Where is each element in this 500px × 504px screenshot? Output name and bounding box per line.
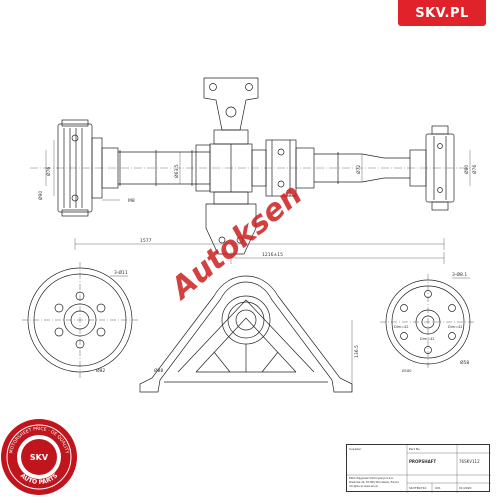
left-tube xyxy=(118,144,211,192)
center-bearing-view xyxy=(139,275,353,393)
dim-left-bolt: M8 xyxy=(128,198,135,204)
tb-company-line2: Piaskowa 44, 87-800 Włocławek, Poland xyxy=(349,481,399,484)
watermark: Autoksen xyxy=(163,177,309,307)
tb-company-line1: ESKA Węglowski Motoryzacja S.K.A. xyxy=(349,477,394,480)
dim-right-pitch: Ø58 xyxy=(460,359,469,366)
title-block-grid xyxy=(347,445,491,493)
pcd-label-2: Dim=42 xyxy=(448,325,462,329)
dim-overall-length: 1577 xyxy=(140,238,152,244)
tb-date: 01/2020 xyxy=(459,486,472,490)
dim-right-flange-dia: Ø80 xyxy=(463,165,470,174)
quality-seal: SKV MOTORSHEET PRICE · OE QUALITY AUTO P… xyxy=(1,419,77,495)
dimension-lines xyxy=(45,140,471,264)
middle-joint xyxy=(251,139,315,197)
tb-header-left: Supplier xyxy=(349,447,362,451)
dim-tube-dia-left: Ø63.5 xyxy=(173,164,180,178)
tb-code: SKVTB0710 xyxy=(409,486,427,490)
pcd-label-3: Dim=42 xyxy=(420,337,434,341)
watermark-text: Autoksen xyxy=(163,177,309,307)
brand-logo: SKV.PL xyxy=(398,0,486,26)
left-flange xyxy=(57,119,119,217)
dim-left-stub-dia: Ø76 xyxy=(45,167,52,176)
center-bracket-top xyxy=(203,77,259,255)
seal-inner-text: SKV xyxy=(30,453,49,462)
pcd-label-1: Dim=42 xyxy=(394,325,408,329)
tb-company-line3: info@skv.pl www.skv.pl xyxy=(349,485,378,488)
left-view-label: 3-Ø11 xyxy=(114,269,128,276)
title-block: Supplier Part No. PROPSHAFT 76SKV112 ESK… xyxy=(346,444,491,493)
right-end-view xyxy=(380,274,476,370)
right-flange xyxy=(425,125,455,211)
dim-tube-dia-right: Ø72 xyxy=(355,165,362,174)
dim-bearing-right: Ø180 xyxy=(402,368,411,373)
dim-left-pitch: Ø82 xyxy=(96,367,105,374)
tb-sheet: 001 xyxy=(435,486,441,490)
dim-bearing-height: 136.5 xyxy=(354,345,360,358)
dim-center-offset: 1216±15 xyxy=(262,252,283,258)
tb-part-name: PROPSHAFT xyxy=(409,459,437,464)
tb-header-right: Part No. xyxy=(409,447,421,451)
tb-part-number: 76SKV112 xyxy=(459,459,480,464)
dim-right-stub-dia: Ø76 xyxy=(471,165,478,174)
dim-left-flange-dia: Ø90 xyxy=(37,191,44,200)
brand-logo-text: SKV.PL xyxy=(415,5,469,21)
dim-bearing-width: Ø88 xyxy=(154,367,163,374)
right-view-label: 3-Ø8.1 xyxy=(452,271,467,278)
left-end-view xyxy=(22,262,138,378)
